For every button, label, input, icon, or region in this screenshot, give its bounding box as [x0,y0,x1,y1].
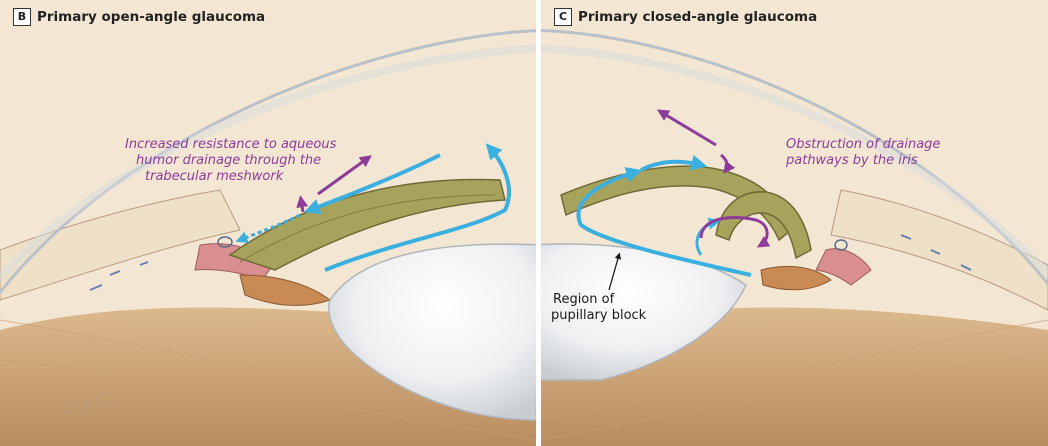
panel-header-b: B Primary open-angle glaucoma [13,8,265,26]
label-line: pupillary block [551,308,646,324]
resistance-arrow-small [301,200,303,212]
eye-anatomy-illustration-b [0,0,536,446]
callout-line: Increased resistance to aqueous [125,137,336,153]
panel-letter-b: B [13,8,31,26]
panel-title-c: Primary closed-angle glaucoma [578,9,817,25]
callout-increased-resistance: Increased resistance to aqueous humor dr… [125,137,336,185]
callout-line: Obstruction of drainage [786,137,940,153]
panel-letter-c: C [554,8,572,26]
panel-title-b: Primary open-angle glaucoma [37,9,265,25]
eye-anatomy-illustration-c [541,0,1048,446]
callout-line: trabecular meshwork [125,169,336,185]
callout-line: pathways by the iris [786,153,940,169]
label-line: Region of [551,292,646,308]
callout-obstruction-of-drainage: Obstruction of drainage pathways by the … [786,137,940,169]
callout-line: humor drainage through the [125,153,336,169]
panel-closed-angle-glaucoma: C Primary closed-angle glaucoma Obstruct… [541,0,1048,446]
panel-header-c: C Primary closed-angle glaucoma [554,8,817,26]
panel-open-angle-glaucoma: B Primary open-angle glaucoma Increased … [0,0,536,446]
label-region-of-pupillary-block: Region of pupillary block [551,292,646,324]
